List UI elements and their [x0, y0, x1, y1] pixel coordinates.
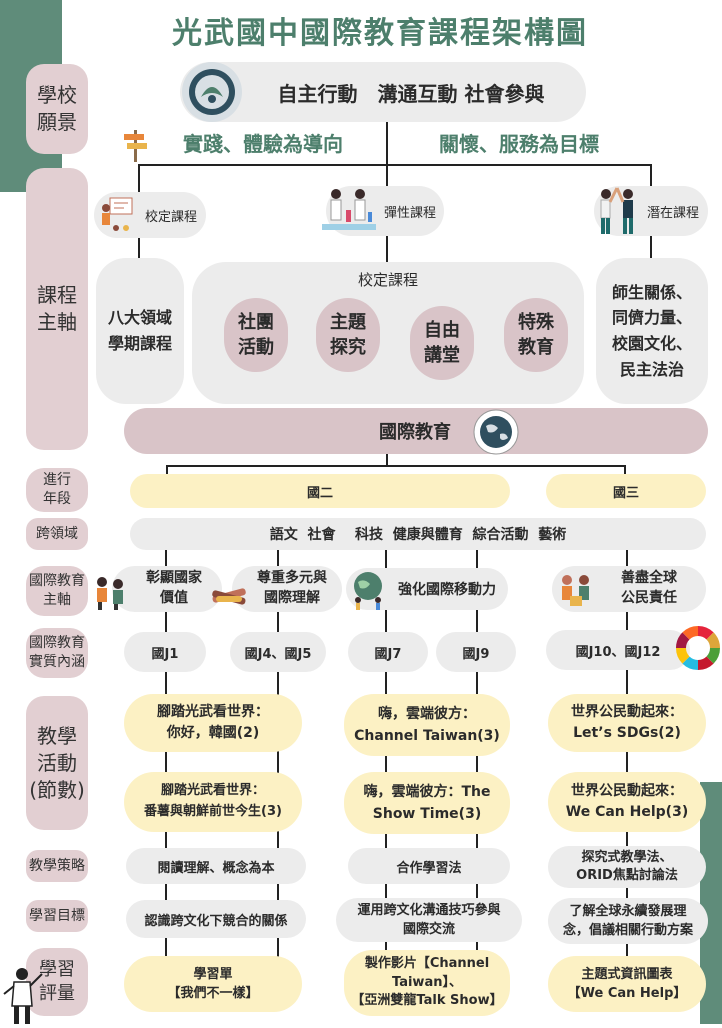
earth-people-icon [348, 570, 388, 610]
row-label-intl-axis: 國際教育 主軸 [26, 566, 88, 616]
free-lecture-circle: 自由 講堂 [410, 306, 474, 380]
cross-domain-bar: 語文 社會 科技 健康與體育 綜合活動 藝術 [130, 518, 706, 550]
intl-education-banner-label: 國際教育 [379, 422, 451, 443]
content-j10-j12: 國J10、國J12 [546, 630, 690, 670]
theme-inquiry-circle: 主題 探究 [316, 298, 380, 372]
vision-text: 自主行動 溝通互動 社會參與 [277, 81, 545, 106]
axis-mobility-label: 強化國際移動力 [398, 582, 496, 598]
content-j9: 國J9 [436, 632, 516, 672]
axis-respect-diversity [232, 566, 342, 612]
connector-vision-down [386, 122, 388, 192]
row-label-intl-content: 國際教育 實質內涵 [26, 628, 88, 678]
activity-we-can-help: 世界公民動起來： We Can Help(3) [548, 772, 706, 832]
strategy-cooperative: 合作學習法 [348, 848, 510, 884]
connector-right-down [650, 164, 652, 198]
club-activity-circle: 社團 活動 [224, 298, 288, 372]
activity-show-time: 嗨，雲端彼方：The Show Time(3) [344, 772, 510, 834]
volunteers-icon [558, 572, 594, 610]
activity-sdgs: 世界公民動起來： Let’s SDGs(2) [548, 694, 706, 752]
connector-intl-down [386, 454, 388, 466]
row-label-activity: 教學 活動 (節數) [26, 696, 88, 830]
content-j7: 國J7 [348, 632, 428, 672]
row-label-axis: 課程 主軸 [26, 168, 88, 450]
high-five-icon [592, 184, 642, 236]
connector-grade2-down [166, 465, 168, 475]
green-decor-bottom-right [700, 782, 722, 1024]
page-title: 光武國中國際教育課程架構圖 [172, 16, 588, 51]
assessment-worksheet: 學習單 【我們不一樣】 [124, 956, 302, 1012]
intl-education-banner [124, 408, 708, 454]
school-logo [182, 62, 242, 122]
strategy-reading: 閱讀理解、概念為本 [126, 848, 306, 884]
axis-national-value-label: 彰顯國家 價值 [146, 570, 202, 606]
row-label-strategy: 教學策略 [26, 850, 88, 882]
hidden-curriculum-box: 師生關係、 同儕力量、 校園文化、 民主法治 [596, 258, 708, 404]
goal-cross-culture: 認識跨文化下競合的關係 [126, 900, 306, 938]
assessment-video-talk: 製作影片【Channel Taiwan】、 【亞洲雙龍Talk Show】 [344, 950, 510, 1016]
connector-left-down [138, 164, 140, 198]
activity-channel-taiwan: 嗨，雲端彼方： Channel Taiwan(3) [344, 694, 510, 756]
connector-grades-h [166, 465, 626, 467]
goal-communication: 運用跨文化溝通技巧參與 國際交流 [336, 898, 522, 942]
column-line-2 [277, 550, 279, 962]
content-j4-j5: 國J4、國J5 [230, 632, 326, 672]
sdg-wheel-icon [674, 620, 722, 676]
connector-grade3-down [624, 465, 626, 475]
grade-2-bar: 國二 [130, 474, 510, 508]
globe-icon [472, 408, 520, 456]
strategy-inquiry: 探究式教學法、 ORID焦點討論法 [548, 846, 706, 888]
connector-flex-to-box [386, 236, 388, 264]
content-j1: 國J1 [124, 632, 206, 672]
row-label-grade: 進行 年段 [26, 468, 88, 512]
goal-sustainability: 了解全球永續發展理 念，倡議相關行動方案 [548, 898, 708, 944]
assessment-video: 主題式資訊圖表 【We Can Help】 [548, 956, 706, 1012]
activity-sweet-potato: 腳踏光武看世界： 番薯與朝鮮前世今生(3) [124, 772, 302, 832]
axis-respect-diversity-label: 尊重多元與 國際理解 [257, 570, 327, 606]
axis-national-value [112, 566, 222, 612]
hands-icon [210, 582, 248, 612]
scientists-icon [318, 184, 380, 234]
column-line-5 [626, 550, 628, 960]
connector-curriculum-h [138, 164, 652, 166]
vision-left: 實踐、體驗為導向 [183, 131, 343, 156]
row-label-assess: 學習 評量 [26, 948, 88, 1016]
signpost-icon [122, 128, 148, 162]
row-label-vision: 學校 願景 [26, 64, 88, 154]
course-type-flexible-label: 彈性課程 [383, 205, 436, 221]
row-label-cross: 跨領域 [26, 518, 88, 550]
course-type-school-label: 校定課程 [144, 209, 197, 225]
special-education-circle: 特殊 教育 [504, 298, 568, 372]
eight-domains-box: 八大領域 學期課程 [96, 258, 184, 404]
teacher-icon [96, 194, 136, 238]
vision-right: 關懷、服務為目標 [439, 131, 599, 156]
school-curriculum-title: 校定課程 [357, 270, 418, 289]
connector-school-to-box [138, 238, 140, 260]
column-line-1 [165, 550, 167, 962]
row-label-goal: 學習目標 [26, 900, 88, 932]
activity-korea: 腳踏光武看世界： 你好，韓國(2) [124, 694, 302, 752]
axis-global-citizen-label: 善盡全球 公民責任 [621, 570, 677, 606]
speaker-figure-icon [0, 966, 44, 1024]
children-icon [92, 574, 128, 612]
connector-hidden-to-box [650, 236, 652, 260]
grade-3-bar: 國三 [546, 474, 706, 508]
vision-banner [180, 62, 586, 122]
course-type-hidden-label: 潛在課程 [646, 205, 699, 221]
